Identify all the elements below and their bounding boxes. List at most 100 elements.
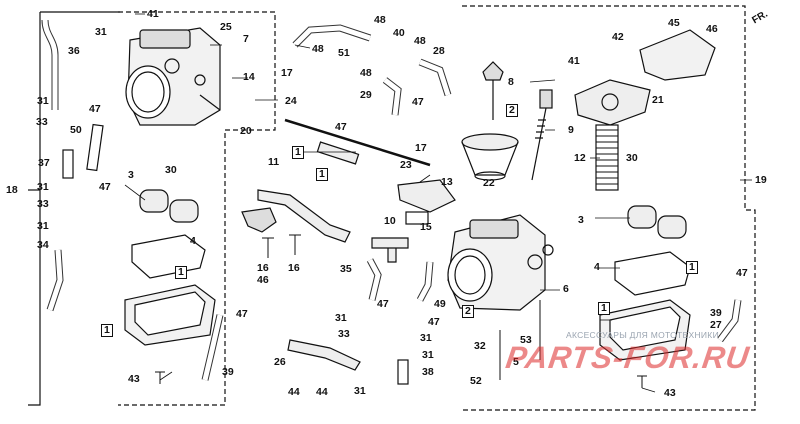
callout-30: 30 [626,152,638,164]
callout-47: 47 [377,298,389,310]
callout-47: 47 [412,96,424,108]
hose-37 [62,149,74,179]
group-bracket-18 [28,12,41,406]
callout-43: 43 [128,373,140,385]
callout-48: 48 [374,14,386,26]
callout-40: 40 [393,27,405,39]
float-right [627,205,687,239]
callout-3: 3 [578,214,584,226]
callout-35: 35 [340,263,352,275]
callout-33: 33 [338,328,350,340]
callout-47: 47 [99,181,111,193]
callout-3: 3 [128,169,134,181]
group-frame-19 [462,5,756,411]
callout-50: 50 [70,124,82,136]
callout-19: 19 [755,174,767,186]
callout-41: 41 [147,8,159,20]
callout-48: 48 [312,43,324,55]
callout-47: 47 [89,103,101,115]
callout-31: 31 [420,332,432,344]
hose-50 [86,123,104,172]
spring-12 [595,124,619,191]
bracket-45 [639,29,716,81]
callout-46: 46 [257,274,269,286]
carburetor-left-body [125,27,221,126]
callout-20: 20 [240,125,252,137]
diaphragm-cover-21 [574,79,651,126]
callout-31: 31 [95,26,107,38]
callout-48: 48 [414,35,426,47]
callout-1: 1 [101,324,113,337]
callout-51: 51 [338,47,350,59]
callout-47: 47 [736,267,748,279]
callout-23: 23 [400,159,412,171]
callout-46: 46 [706,23,718,35]
callout-1: 1 [316,168,328,181]
spring-10 [405,211,429,225]
callout-14: 14 [243,71,255,83]
callout-44: 44 [316,386,328,398]
float-left [139,189,199,223]
callout-1: 1 [598,302,610,315]
throttle-bracket-23 [397,179,456,213]
callout-36: 36 [68,45,80,57]
callout-16: 16 [288,262,300,274]
callout-47: 47 [428,316,440,328]
coupling-11 [316,141,360,165]
callout-13: 13 [441,176,453,188]
bracket-46 [241,207,277,233]
callout-32: 32 [474,340,486,352]
link-plate [257,189,351,243]
callout-9: 9 [568,124,574,136]
callout-17: 17 [415,142,427,154]
callout-33: 33 [37,198,49,210]
callout-4: 4 [190,235,196,247]
callout-25: 25 [220,21,232,33]
cap-8 [482,61,504,81]
callout-31: 31 [37,95,49,107]
callout-39: 39 [222,366,234,378]
watermark-brand: PARTS-FOR.RU [503,340,752,375]
callout-29: 29 [360,89,372,101]
callout-15: 15 [420,221,432,233]
callout-45: 45 [668,17,680,29]
throttle-shaft [284,118,431,167]
gasket-right [614,251,691,296]
callout-6: 6 [563,283,569,295]
callout-4: 4 [594,261,600,273]
callout-1: 1 [175,266,187,279]
callout-26: 26 [274,356,286,368]
callout-30: 30 [165,164,177,176]
float-chamber-left [124,284,216,346]
callout-44: 44 [288,386,300,398]
callout-1: 1 [686,261,698,274]
callout-16: 16 [257,262,269,274]
callout-49: 49 [434,298,446,310]
callout-5: 5 [513,356,519,368]
callout-33: 33 [36,116,48,128]
vacuum-piston-22 [461,133,519,181]
callout-48: 48 [360,67,372,79]
callout-37: 37 [38,157,50,169]
gasket-left [131,234,206,279]
group-frame-20 [118,11,276,406]
callout-27: 27 [710,319,722,331]
watermark-tagline: АКСЕССУАРЫ ДЛЯ МОТОТЕХНИКИ [566,330,719,340]
jet-needle-9 [539,89,553,109]
callout-2: 2 [506,104,518,117]
callout-11: 11 [268,156,280,168]
callout-31: 31 [335,312,347,324]
callout-53: 53 [520,334,532,346]
callout-21: 21 [652,94,664,106]
callout-31: 31 [37,220,49,232]
float-chamber-right [599,299,691,361]
callout-47: 47 [236,308,248,320]
callout-18: 18 [6,184,18,196]
callout-42: 42 [612,31,624,43]
callout-28: 28 [433,45,445,57]
callout-31: 31 [422,349,434,361]
callout-39: 39 [710,307,722,319]
callout-24: 24 [285,95,297,107]
